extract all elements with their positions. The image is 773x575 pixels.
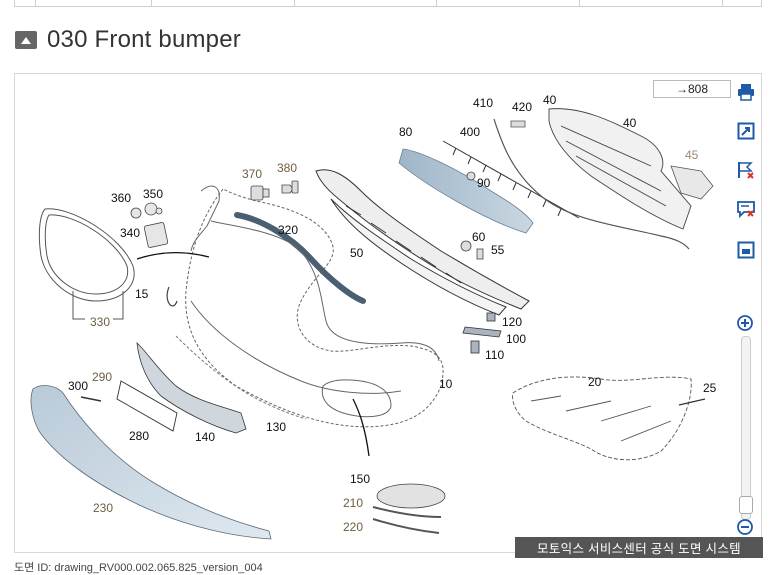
drawing-id-footer: 도면 ID: drawing_RV000.002.065.825_version… — [14, 562, 263, 574]
part-370-380-clip — [250, 180, 299, 201]
callout-420: 420 — [512, 100, 532, 114]
callout-370: 370 — [242, 167, 262, 181]
callout-60: 60 — [472, 230, 486, 244]
callout-10: 10 — [439, 377, 453, 391]
window-button[interactable] — [736, 240, 756, 260]
part-100-110-120 — [462, 312, 502, 354]
comment-remove-icon — [737, 201, 755, 218]
callout-350: 350 — [143, 187, 163, 201]
flag-remove-icon — [738, 162, 754, 179]
zoom-out-button[interactable] — [737, 519, 753, 535]
part-140-lower-grille — [136, 342, 247, 434]
watermark-label: 모토익스 서비스센터 공식 도면 시스템 — [515, 537, 763, 558]
callout-25: 25 — [703, 381, 717, 395]
callout-100: 100 — [506, 332, 526, 346]
callout-110: 110 — [485, 348, 504, 362]
callout-140: 140 — [195, 430, 215, 444]
callout-230: 230 — [93, 501, 113, 515]
callout-45: 45 — [685, 148, 699, 162]
part-10-bumper-cover — [185, 185, 444, 428]
callout-labels: 410 420 40 40 80 400 45 90 370 380 360 3… — [68, 93, 717, 534]
part-220-trim — [372, 518, 440, 534]
callout-220: 220 — [343, 520, 363, 534]
part-45-bracket — [670, 165, 714, 200]
callout-90: 90 — [477, 176, 491, 190]
print-icon — [738, 84, 754, 101]
callout-320: 320 — [278, 223, 298, 237]
reference-label: 808 — [687, 82, 709, 96]
part-55-60-90-fasteners — [460, 171, 484, 260]
part-15-hook — [166, 286, 178, 307]
part-330-grille — [38, 208, 135, 320]
leader-line-grille — [136, 252, 210, 260]
previous-table-bottom — [14, 0, 762, 7]
callout-210: 210 — [343, 496, 363, 510]
zoom-in-icon — [737, 315, 753, 331]
callout-40: 40 — [623, 116, 637, 130]
callout-280: 280 — [129, 429, 149, 443]
callout-330: 330 — [90, 315, 110, 329]
zoom-slider-track[interactable] — [741, 336, 751, 520]
collapse-button[interactable] — [15, 31, 37, 49]
part-340-360-sensor — [130, 202, 169, 248]
part-290-300-screws — [80, 396, 102, 402]
leader-line-insert — [352, 398, 370, 457]
callout-40: 40 — [543, 93, 557, 107]
part-80-absorber — [398, 148, 534, 234]
zoom-slider-thumb[interactable] — [739, 496, 753, 514]
callout-15: 15 — [135, 287, 149, 301]
part-25-screw — [678, 398, 706, 406]
part-20-bracket — [512, 376, 692, 461]
zoom-in-button[interactable] — [737, 315, 753, 331]
part-280-plate — [116, 380, 178, 432]
callout-55: 55 — [491, 243, 505, 257]
part-40-bracket — [548, 108, 692, 230]
callout-80: 80 — [399, 125, 413, 139]
zoom-out-icon — [737, 519, 753, 535]
callout-300: 300 — [68, 379, 88, 393]
open-new-window-icon — [737, 122, 755, 140]
arrow-right-icon: → — [675, 82, 688, 96]
callout-290: 290 — [92, 370, 112, 384]
callout-130: 130 — [266, 420, 286, 434]
comment-remove-button[interactable] — [736, 199, 756, 219]
part-230-spoiler — [30, 385, 272, 540]
reference-link-808[interactable]: →808 — [653, 80, 731, 98]
callout-50: 50 — [350, 246, 364, 260]
callout-410: 410 — [473, 96, 493, 110]
part-320-seal — [234, 212, 366, 304]
section-title: 030 Front bumper — [47, 26, 241, 53]
chevron-up-icon — [21, 36, 31, 44]
callout-380: 380 — [277, 161, 297, 175]
callout-150: 150 — [350, 472, 370, 486]
open-new-window-button[interactable] — [736, 121, 756, 141]
part-50-carrier — [315, 169, 530, 316]
parts-diagram-panel: 410 420 40 40 80 400 45 90 370 380 360 3… — [14, 73, 762, 553]
exploded-parts-diagram[interactable]: 410 420 40 40 80 400 45 90 370 380 360 3… — [15, 74, 761, 552]
callout-360: 360 — [111, 191, 131, 205]
callout-120: 120 — [502, 315, 522, 329]
callout-400: 400 — [460, 125, 480, 139]
part-410-harness — [493, 118, 690, 250]
part-210-trim — [372, 506, 442, 518]
print-button[interactable] — [736, 82, 756, 102]
part-130-strip — [175, 335, 307, 420]
part-420 — [510, 120, 526, 128]
part-150-insert — [376, 483, 446, 509]
callout-20: 20 — [588, 375, 602, 389]
callout-340: 340 — [120, 226, 140, 240]
flag-remove-button[interactable] — [736, 160, 756, 180]
section-header: 030 Front bumper — [15, 26, 241, 54]
part-400-rail — [442, 140, 580, 219]
window-icon — [737, 241, 755, 259]
